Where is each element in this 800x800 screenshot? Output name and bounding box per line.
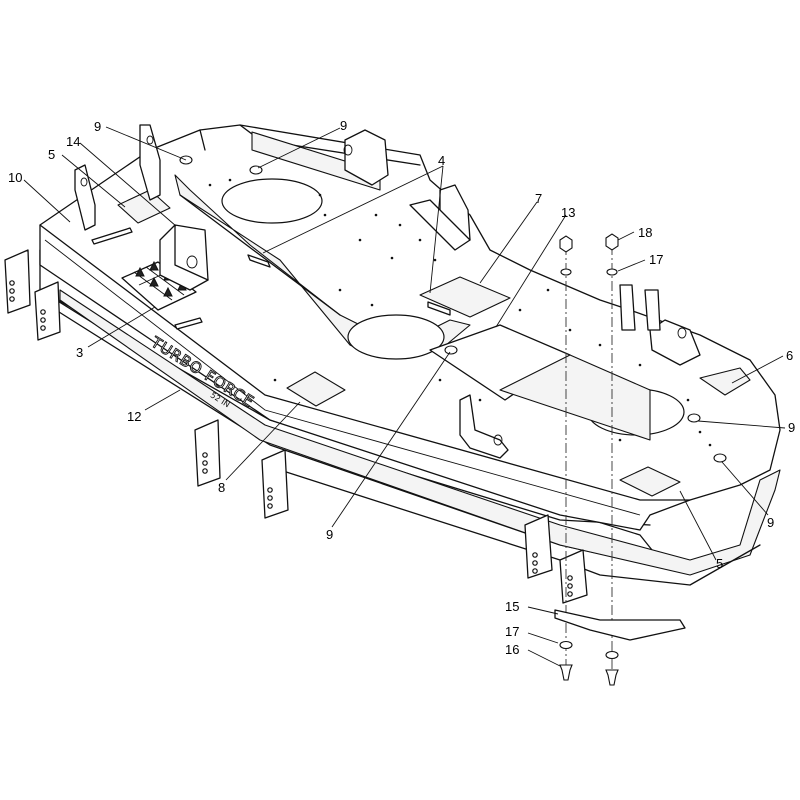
washer-17-lower-left — [559, 640, 573, 650]
callout-9-a: 9 — [94, 119, 101, 134]
hanger-bracket-rear-left — [139, 124, 161, 201]
decals — [117, 189, 751, 497]
callout-9-e: 9 — [767, 515, 774, 530]
hanger-bracket-14 — [159, 224, 209, 291]
callout-17-a: 17 — [649, 252, 663, 267]
mounting-holes — [208, 178, 712, 447]
callout-9-c: 9 — [326, 527, 333, 542]
hanger-bracket-mid-front — [459, 394, 509, 459]
washer-17-upper-right — [606, 268, 618, 276]
callout-15: 15 — [505, 599, 519, 614]
decal-5-rear — [117, 189, 171, 224]
callout-3: 3 — [76, 345, 83, 360]
callout-17-b: 17 — [505, 624, 519, 639]
cover-plate — [429, 324, 651, 441]
nut-18-left — [559, 235, 573, 253]
washer-17-lower-right — [605, 650, 619, 660]
decal-7 — [419, 276, 511, 318]
callout-14: 14 — [66, 134, 80, 149]
height-plate-4 — [261, 449, 289, 519]
hanger-bracket-rear-mid — [74, 164, 96, 231]
decal-8 — [286, 371, 346, 407]
plug-4 — [687, 413, 701, 423]
hanger-bracket-center-rear — [409, 184, 471, 251]
height-plate-5 — [524, 514, 553, 579]
baffle-plate-15 — [554, 609, 686, 641]
callout-6: 6 — [786, 348, 793, 363]
callout-labels: 9 9 14 5 10 4 7 13 18 17 3 12 8 9 6 9 9 … — [8, 118, 795, 657]
plug-5 — [713, 453, 727, 463]
decal-5-front — [619, 466, 681, 497]
callout-9-d: 9 — [788, 420, 795, 435]
rear-baffle — [251, 131, 381, 191]
washer-17-upper-left — [560, 268, 572, 276]
warning-decal — [121, 260, 197, 311]
plug-3 — [444, 345, 458, 355]
hanger-bracket-rear-center — [343, 129, 389, 186]
callout-9-b: 9 — [340, 118, 347, 133]
callout-7: 7 — [535, 191, 542, 206]
height-adjust-plates — [4, 249, 588, 604]
callout-18: 18 — [638, 225, 652, 240]
bolt-16-left — [559, 664, 573, 681]
decal-6 — [699, 367, 751, 396]
hanger-bracket-right — [649, 319, 701, 366]
height-plate-2 — [34, 281, 61, 341]
height-plate-3 — [194, 419, 221, 487]
height-plate-6 — [559, 549, 588, 604]
callout-5-a: 5 — [48, 147, 55, 162]
deck-plugs — [179, 155, 727, 463]
callout-12: 12 — [127, 409, 141, 424]
callout-8: 8 — [218, 480, 225, 495]
hanger-bracket-right-rear — [619, 284, 661, 331]
leader-lines — [23, 126, 786, 667]
nut-18-right — [605, 233, 619, 251]
callout-10: 10 — [8, 170, 22, 185]
hardware-stack-left — [559, 235, 573, 681]
callout-13: 13 — [561, 205, 575, 220]
callout-16: 16 — [505, 642, 519, 657]
bolt-16-right — [605, 669, 619, 686]
callout-5-b: 5 — [716, 556, 723, 571]
hardware-stack-right — [605, 233, 619, 686]
slots — [91, 227, 451, 330]
callout-4: 4 — [438, 153, 445, 168]
hanger-brackets — [74, 124, 701, 459]
height-plate-1 — [4, 249, 31, 314]
